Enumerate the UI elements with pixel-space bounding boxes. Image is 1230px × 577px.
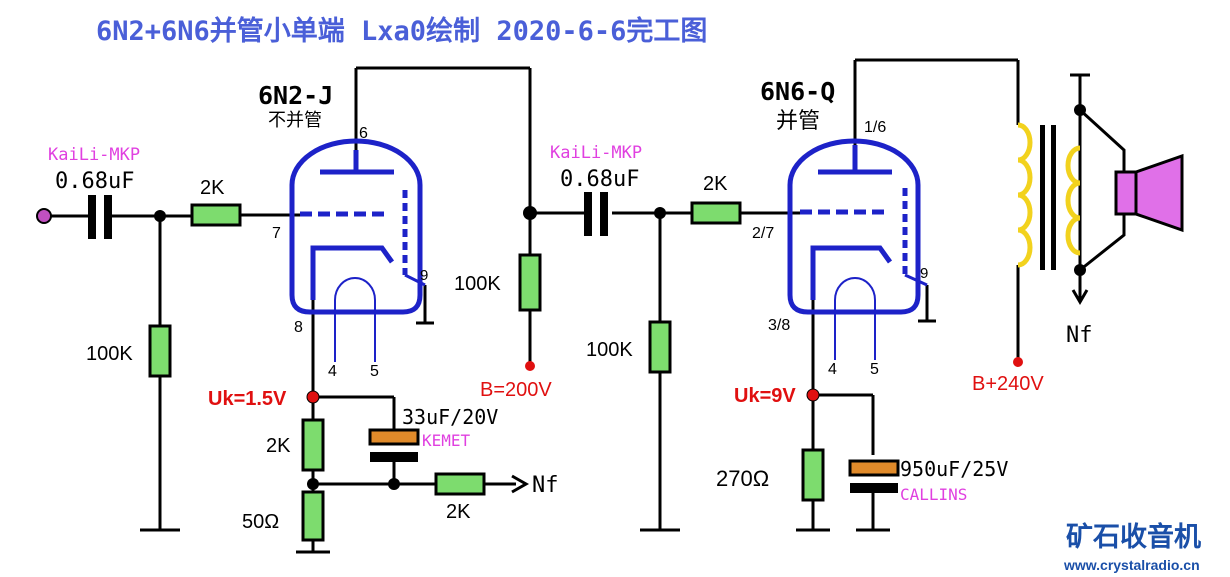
cathode-resistor-1: [301, 418, 325, 472]
leak-resistor-2-label: 100K: [586, 339, 633, 361]
cathode-resistor-1-label: 2K: [266, 435, 291, 457]
cathode-node-1: [306, 390, 320, 404]
cathode1-voltage: Uk=1.5V: [208, 388, 287, 410]
supply-200v-label: B=200V: [480, 379, 552, 401]
grid-resistor-2-label: 2K: [703, 173, 728, 195]
tube-6n6: [787, 138, 928, 360]
junction-dot: [307, 478, 319, 490]
grid-resistor-1-label: 2K: [200, 177, 225, 199]
leak-resistor-1: [148, 324, 172, 378]
pin-label: 4: [828, 361, 837, 378]
diagram-title: 6N2+6N6并管小单端 Lxa0绘制 2020-6-6完工图: [96, 15, 707, 47]
junction-dot: [1074, 104, 1086, 116]
cap2-brand: KaiLi-MKP: [550, 143, 642, 163]
site-logo-name: 矿石收音机: [1066, 521, 1201, 552]
tube1-name: 6N2-J: [258, 81, 333, 110]
grid-resistor-2: [690, 201, 742, 225]
bypass-cap-1-label: 33uF/20V: [402, 405, 498, 429]
junction-dot: [1074, 264, 1086, 276]
input-terminal: [36, 208, 52, 224]
site-logo-url: www.crystalradio.cn: [1063, 557, 1200, 573]
junction-dot: [654, 207, 666, 219]
leak-resistor-2: [648, 320, 672, 374]
coupling-capacitor-1: [88, 195, 112, 239]
supply-node-240v: [1013, 357, 1023, 367]
speaker-icon: [1114, 153, 1184, 233]
cap2-value: 0.68uF: [560, 167, 639, 192]
bypass-cap-1-brand: KEMET: [422, 431, 471, 450]
pin-label: 3/8: [768, 317, 790, 334]
cathode-node-2: [806, 388, 820, 402]
tube-6n2: [289, 138, 426, 362]
pin-label: 5: [370, 363, 379, 380]
cathode-resistor-2-label: 270Ω: [716, 466, 769, 491]
plate-load-resistor: [518, 253, 542, 312]
bypass-cap-2-label: 950uF/25V: [900, 457, 1008, 481]
pin-label: 2/7: [752, 225, 774, 242]
bypass-capacitor-2: [848, 459, 900, 493]
nf-arrow-stage1: [511, 474, 530, 494]
feedback-resistor-label: 50Ω: [242, 511, 279, 533]
pin-label: 9: [920, 265, 928, 282]
nf-label-2: Nf: [1066, 323, 1093, 348]
cathode-resistor-2: [801, 448, 825, 502]
cap1-brand: KaiLi-MKP: [48, 145, 140, 165]
junction-dot: [388, 478, 400, 490]
supply-240v-label: B+240V: [972, 373, 1044, 395]
pin-label: 5: [870, 361, 879, 378]
nf-label-1: Nf: [532, 473, 559, 498]
nf-resistor: [434, 472, 486, 496]
pin-label: 8: [294, 319, 303, 336]
bypass-capacitor-1: [368, 428, 420, 462]
nf-resistor-label: 2K: [446, 501, 471, 523]
pin-label: 4: [328, 363, 337, 380]
leak-resistor-1-label: 100K: [86, 343, 133, 365]
junction-dot: [154, 210, 166, 222]
coupling-capacitor-2: [584, 192, 608, 236]
grid-resistor-1: [190, 203, 242, 227]
cap1-value: 0.68uF: [55, 169, 134, 194]
pin-label: 1/6: [864, 119, 886, 136]
cathode2-voltage: Uk=9V: [734, 385, 796, 407]
tube2-note: 并管: [776, 108, 820, 133]
tube2-name: 6N6-Q: [760, 77, 835, 106]
feedback-resistor: [301, 490, 325, 542]
bypass-cap-2-brand: CALLINS: [900, 485, 967, 504]
tube1-note: 不并管: [268, 110, 322, 130]
junction-dot: [523, 206, 537, 220]
nf-arrow-stage2: [1071, 289, 1089, 305]
pin-label: 6: [359, 125, 368, 142]
pin-label: 7: [272, 225, 281, 242]
plate-load-label: 100K: [454, 273, 501, 295]
supply-node-200v: [525, 361, 535, 371]
output-transformer: [1017, 122, 1081, 270]
pin-label: 9: [420, 267, 428, 284]
